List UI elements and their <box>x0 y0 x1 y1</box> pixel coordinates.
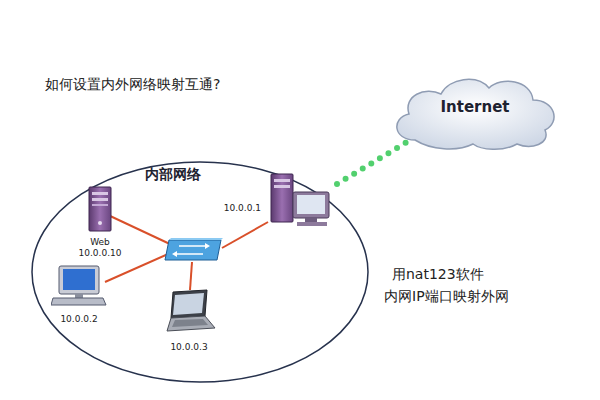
ip-text: 10.0.0.10 <box>79 248 122 258</box>
internet-cloud: Internet <box>385 72 565 152</box>
dotted-link <box>337 142 407 184</box>
ip-label: 10.0.0.2 <box>48 314 110 325</box>
device-node: 10.0.0.1 <box>205 170 335 230</box>
note-text: 用nat123软件 <box>392 266 484 284</box>
label-block: 10.0.0.1 <box>205 203 261 214</box>
ip-text: Web <box>90 237 110 247</box>
device-node: 10.0.0.3 <box>158 288 220 358</box>
ip-label: 10.0.0.10 <box>70 248 130 259</box>
ip-label: 10.0.0.3 <box>158 342 220 353</box>
label-block: 10.0.0.3 <box>158 342 220 353</box>
gateway-icon <box>263 172 333 228</box>
pc-icon <box>51 264 107 306</box>
ip-text: 10.0.0.3 <box>170 342 207 352</box>
tower-icon <box>85 183 115 233</box>
cloud-label: Internet <box>385 98 565 116</box>
ip-label: 10.0.0.1 <box>205 203 261 214</box>
ip-label: Web <box>70 237 130 248</box>
ip-text: 10.0.0.1 <box>224 203 261 213</box>
label-block: 10.0.0.2 <box>48 314 110 325</box>
network-ellipse: 内部网络 Web10.0.0.10 10.0.0.1 10.0.0.2 10.0.0.3 <box>30 160 370 384</box>
region-heading: 内部网络 <box>145 166 201 184</box>
device-node: Web10.0.0.10 <box>70 183 130 263</box>
title-text: 如何设置内外网络映射互通? <box>45 76 220 94</box>
link-connector <box>337 142 407 184</box>
device-node: 10.0.0.2 <box>48 262 110 334</box>
note-text: 内网IP端口映射外网 <box>384 288 509 306</box>
ip-text: 10.0.0.2 <box>60 314 97 324</box>
label-block: Web10.0.0.10 <box>70 237 130 259</box>
laptop-icon <box>161 288 217 332</box>
